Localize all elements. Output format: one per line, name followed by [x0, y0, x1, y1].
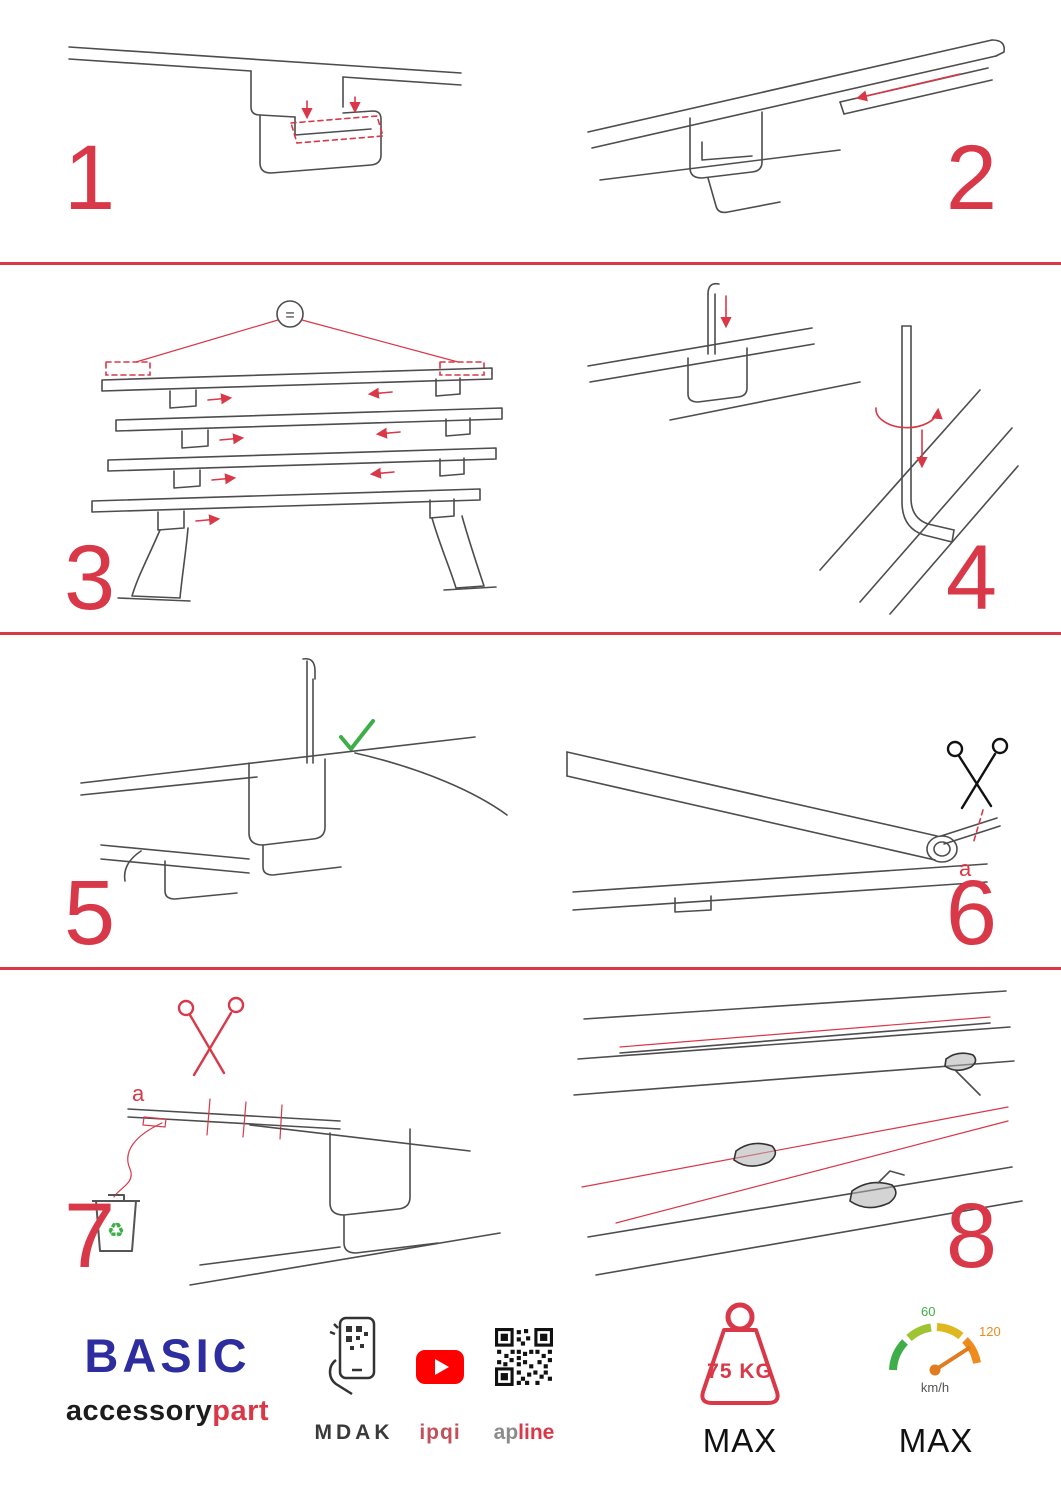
- company-name-red: part: [212, 1395, 270, 1427]
- mobile-app-logo: MDAK: [298, 1300, 410, 1460]
- strap-buckles: [733, 1052, 981, 1209]
- step-2-illustration: [540, 10, 1010, 250]
- equal-spacing-label: =: [285, 307, 294, 324]
- cut-point-label-a: a: [959, 856, 972, 881]
- brand-block: BASIC accessorypart: [55, 1328, 280, 1428]
- step-5-illustration: [45, 645, 515, 945]
- rotate-arrow: [875, 407, 943, 429]
- speed-120-label: 120: [979, 1324, 1001, 1339]
- qr-label-red: line: [518, 1421, 555, 1444]
- clamp-pad-highlight: [289, 96, 385, 144]
- section-divider-1: [0, 262, 1061, 265]
- step-row-3-4: =: [0, 265, 1061, 632]
- trash-recycle-icon: ♻: [92, 1194, 140, 1252]
- step-4-illustration: [560, 270, 1020, 620]
- series-name: BASIC: [84, 1329, 251, 1382]
- company-name: accessorypart: [55, 1395, 280, 1428]
- recycle-icon: ♻: [107, 1218, 125, 1242]
- cut-point-label-a: a: [132, 1081, 145, 1106]
- adjustment-arrows: [195, 387, 401, 526]
- equal-spacing-circle: [276, 300, 304, 328]
- speedometer-icon: 60 120 km/h: [889, 1304, 1001, 1395]
- step-number-7: 7: [64, 1185, 116, 1287]
- step-row-5-6: a 5 6: [0, 635, 1061, 967]
- step-7-illustration: ♻ a: [40, 985, 510, 1295]
- step-number-8: 8: [945, 1185, 997, 1287]
- max-load-block: 75 KG MAX: [666, 1300, 814, 1459]
- section-divider-3: [0, 967, 1061, 970]
- youtube-icon: [416, 1350, 464, 1384]
- slide-direction-arrow: [855, 73, 961, 102]
- step-number-3: 3: [64, 527, 116, 629]
- video-channel-logo: ipqi: [398, 1300, 482, 1460]
- checkmark-icon: [339, 719, 375, 751]
- alignment-lines: [581, 1106, 1009, 1224]
- video-label: ipqi: [419, 1421, 461, 1444]
- step-3-illustration: =: [40, 280, 540, 610]
- step-number-5: 5: [64, 862, 116, 964]
- scissors-icon: [177, 996, 245, 1077]
- app-label: MDAK: [314, 1421, 394, 1444]
- cut-line: [972, 809, 984, 845]
- max-weight-label: MAX: [702, 1422, 778, 1459]
- step-row-7-8: ♻ a: [0, 970, 1061, 1300]
- max-speed-label: MAX: [898, 1422, 974, 1459]
- weight-icon: 75 KG: [700, 1302, 780, 1405]
- step-1-illustration: [55, 15, 475, 250]
- qr-label: apline: [486, 1422, 562, 1443]
- hex-key: [901, 325, 955, 543]
- scissors-icon: [946, 737, 1009, 810]
- step-number-6: 6: [945, 862, 997, 964]
- section-divider-2: [0, 632, 1061, 635]
- qr-code-icon: [495, 1328, 553, 1386]
- qr-code-logo: apline: [486, 1300, 562, 1460]
- step-number-1: 1: [64, 127, 116, 229]
- step-number-2: 2: [945, 127, 997, 229]
- speed-unit-label: km/h: [921, 1380, 949, 1395]
- max-speed-block: 60 120 km/h MAX: [860, 1300, 1012, 1459]
- step-8-illustration: [560, 975, 1030, 1295]
- cut-marks: [206, 1098, 283, 1140]
- max-weight-value: 75 KG: [707, 1360, 773, 1383]
- step-6-illustration: a: [545, 660, 1015, 960]
- step-number-4: 4: [945, 527, 997, 629]
- step-row-1-2: 1 2: [0, 0, 1061, 262]
- company-name-black: accessory: [65, 1395, 213, 1427]
- speed-60-label: 60: [921, 1304, 935, 1319]
- phone-qr-icon: [328, 1316, 376, 1396]
- footer: BASIC accessorypart MDAK: [0, 1300, 1061, 1500]
- qr-label-gray: ap: [493, 1421, 519, 1444]
